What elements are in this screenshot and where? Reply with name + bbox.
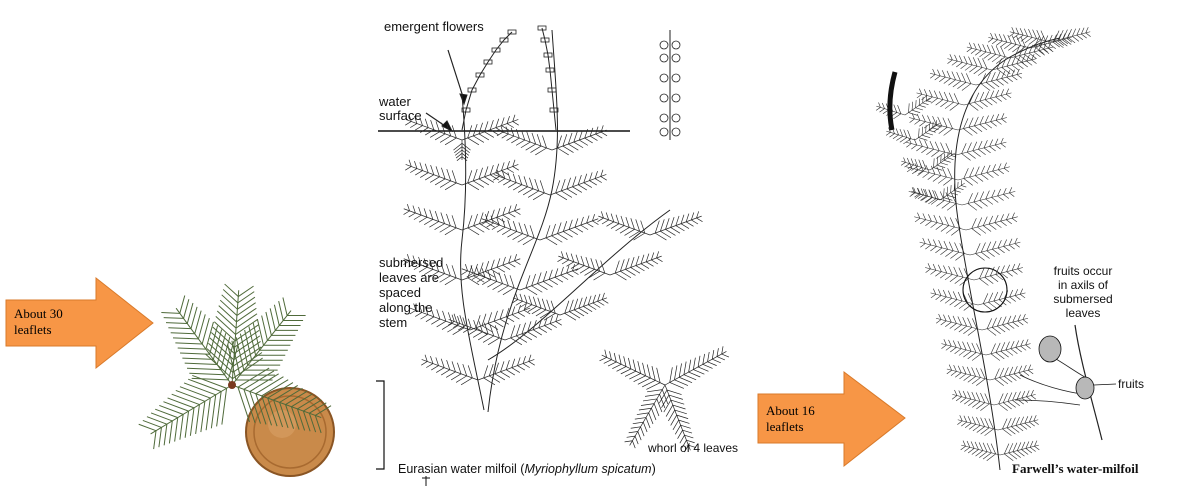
leaf [482,214,540,245]
leaf [958,163,1010,186]
left-arrow-label: About 30 leaflets [14,306,63,338]
leaf [962,187,1015,210]
leaf [947,365,990,386]
leaf [421,355,478,385]
leaf [952,390,994,411]
right-arrow-label: About 16 leaflets [766,403,815,435]
leaf [650,211,703,240]
leaf [925,263,974,285]
leaf [909,113,958,135]
left-arrow-label-line2: leaflets [14,322,63,338]
leaf [915,120,941,140]
caption-farwell: Farwell’s water-milfoil [1012,461,1138,477]
leaf [992,54,1037,75]
label-fruits-axils: fruits occurin axils ofsubmersedleaves [1038,264,1128,320]
leaf [906,163,958,186]
leaf [970,238,1020,260]
leaf [552,125,607,155]
leaf [405,160,462,190]
leaf [978,289,1025,311]
label-water-surface: water surface [379,95,422,123]
leaf [966,213,1018,236]
leaf [557,251,610,280]
label-whorl: whorl of 4 leaves [648,441,738,455]
leaf [974,263,1023,285]
leaf [961,441,1000,461]
fruits-label-line-1: fruits occur [1038,264,1128,278]
scale-bracket [376,381,384,469]
leaf [610,251,663,280]
right-arrow-label-line1: About 16 [766,403,815,419]
leaf [917,89,964,111]
leaf [462,115,519,145]
leaf [911,187,940,203]
leaf [505,315,562,345]
leaf [914,213,966,236]
caption-eurasian: Eurasian water milfoil (Myriophyllum spi… [398,462,656,476]
leaf [625,385,668,448]
leaf [982,314,1028,336]
leaf [958,113,1007,135]
right-arrow-label-line2: leaflets [766,419,815,435]
leaf [998,415,1039,435]
left-arrow-label-line1: About 30 [14,306,63,322]
caption-suffix: ) [652,462,656,476]
label-fruits: fruits [1118,377,1144,391]
submersed-label-line-5: stem [379,315,443,330]
leaf [597,211,650,240]
label-submersed-leaves: submersedleaves arespacedalong thestem [379,255,443,330]
leaf-whorl-photo [110,280,360,485]
leaf [448,315,505,345]
leaf [493,170,550,200]
leaf [550,170,607,200]
leaf [957,415,998,435]
leaf [462,160,519,190]
caption-species: Myriophyllum spicatum [524,462,651,476]
leaf [920,238,970,260]
leaf [990,365,1033,386]
leaf [520,264,578,295]
caption-prefix: Eurasian water milfoil ( [398,462,524,476]
fruits-label-line-2: in axils of [1038,278,1128,292]
leaf [478,355,535,385]
fruits-label-line-4: leaves [1038,306,1128,320]
label-emergent-flowers: emergent flowers [384,20,484,34]
leaf [1010,43,1053,64]
leaf [497,125,552,155]
farwell-milfoil-drawing [876,27,1116,470]
leaf [453,140,470,161]
leaf [986,339,1031,360]
leaf [940,180,966,200]
leaf [462,204,520,235]
label-water-line1: water [379,95,422,109]
submersed-label-line-3: spaced [379,285,443,300]
leaf [512,293,560,320]
leaf [930,69,976,91]
leaf [956,138,1006,160]
submersed-label-line-4: along the [379,300,443,315]
leaf [404,204,462,235]
fruits-label-line-3: submersed [1038,292,1128,306]
leaf [470,304,530,335]
leaf [600,350,665,390]
leaf [540,214,598,245]
leaf [941,339,986,360]
submersed-label-line-1: submersed [379,255,443,270]
label-water-line2: surface [379,109,422,123]
submersed-label-line-2: leaves are [379,270,443,285]
leaf [665,346,729,388]
leaf [964,89,1011,111]
leaf [905,95,931,115]
leaf [1000,441,1039,461]
